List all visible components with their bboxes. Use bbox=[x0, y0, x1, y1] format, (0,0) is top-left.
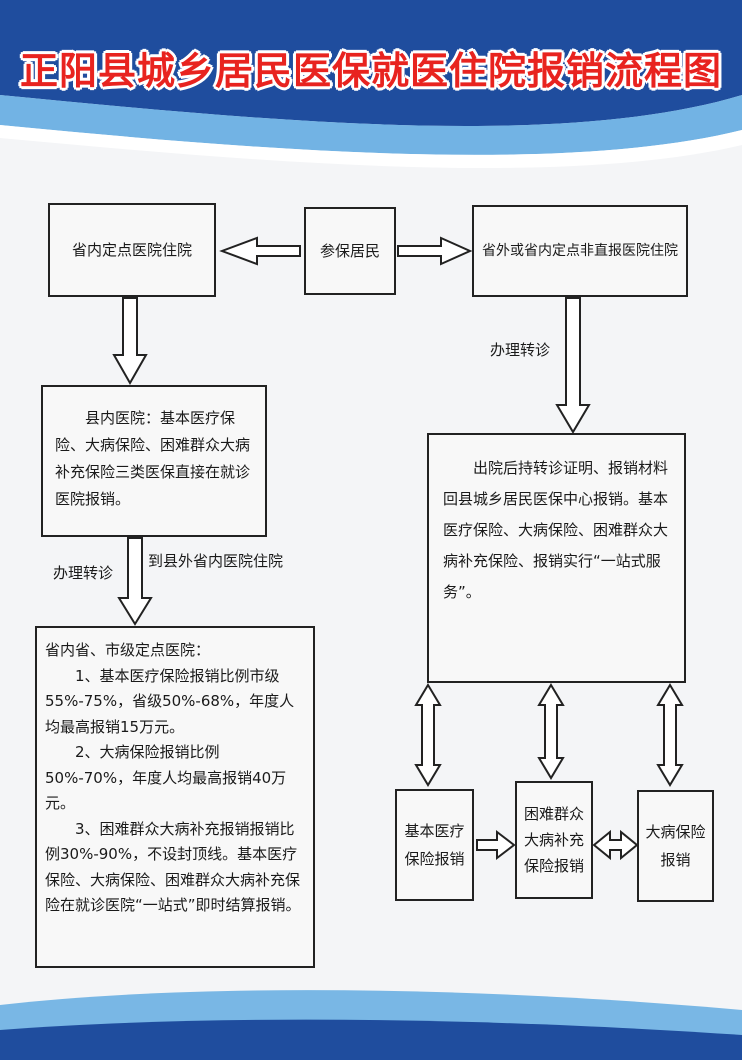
label-referral-left: 办理转诊 bbox=[53, 564, 114, 582]
bottom-band-dark bbox=[0, 1019, 742, 1060]
box-basic-text: 基本医疗保险报销 bbox=[404, 822, 465, 868]
top-band-light bbox=[0, 95, 742, 155]
page-title: 正阳县城乡居民医保就医住院报销流程图 bbox=[19, 49, 722, 93]
top-band-dark bbox=[0, 0, 742, 126]
box-return-center: 出院后持转诊证明、报销材料回县城乡居民医保中心报销。基本医疗保险、大病保险、困难… bbox=[427, 433, 686, 683]
box-return-center-text: 出院后持转诊证明、报销材料回县城乡居民医保中心报销。基本医疗保险、大病保险、困难… bbox=[443, 459, 669, 601]
provincial-item-3: 3、困难群众大病补充报销报销比例30%-90%，不设封顶线。基本医疗保险、大病保… bbox=[45, 819, 301, 915]
box-poor-text: 困难群众大病补充保险报销 bbox=[523, 805, 584, 875]
box-provincial: 省内省、市级定点医院： 1、基本医疗保险报销比例市级55%-75%，省级50%-… bbox=[35, 626, 315, 968]
provincial-item-1: 1、基本医疗保险报销比例市级55%-75%，省级50%-68%，年度人均最高报销… bbox=[45, 666, 295, 736]
label-referral-right: 办理转诊 bbox=[490, 341, 551, 359]
box-provincial-heading: 省内省、市级定点医院： bbox=[45, 641, 211, 659]
label-referral-destination: 到县外省内医院住院 bbox=[148, 552, 284, 570]
box-out-province-text: 省外或省内定点非直报医院住院 bbox=[482, 242, 678, 259]
box-serious: 大病保险报销 bbox=[637, 790, 714, 902]
box-out-province: 省外或省内定点非直报医院住院 bbox=[472, 205, 688, 297]
box-in-province-text: 省内定点医院住院 bbox=[71, 240, 192, 259]
box-poor: 困难群众大病补充保险报销 bbox=[515, 781, 593, 899]
box-county-text: 县内医院：基本医疗保险、大病保险、困难群众大病补充保险三类医保直接在就诊医院报销… bbox=[55, 409, 251, 508]
top-band-white bbox=[0, 125, 742, 169]
provincial-item-2: 2、大病保险报销比例50%-70%，年度人均最高报销40万元。 bbox=[45, 743, 287, 812]
box-in-province: 省内定点医院住院 bbox=[48, 203, 216, 297]
box-basic: 基本医疗保险报销 bbox=[395, 789, 474, 901]
box-insured: 参保居民 bbox=[304, 207, 396, 295]
box-insured-text: 参保居民 bbox=[319, 241, 380, 260]
box-serious-text: 大病保险报销 bbox=[645, 823, 706, 869]
box-county: 县内医院：基本医疗保险、大病保险、困难群众大病补充保险三类医保直接在就诊医院报销… bbox=[41, 385, 267, 537]
